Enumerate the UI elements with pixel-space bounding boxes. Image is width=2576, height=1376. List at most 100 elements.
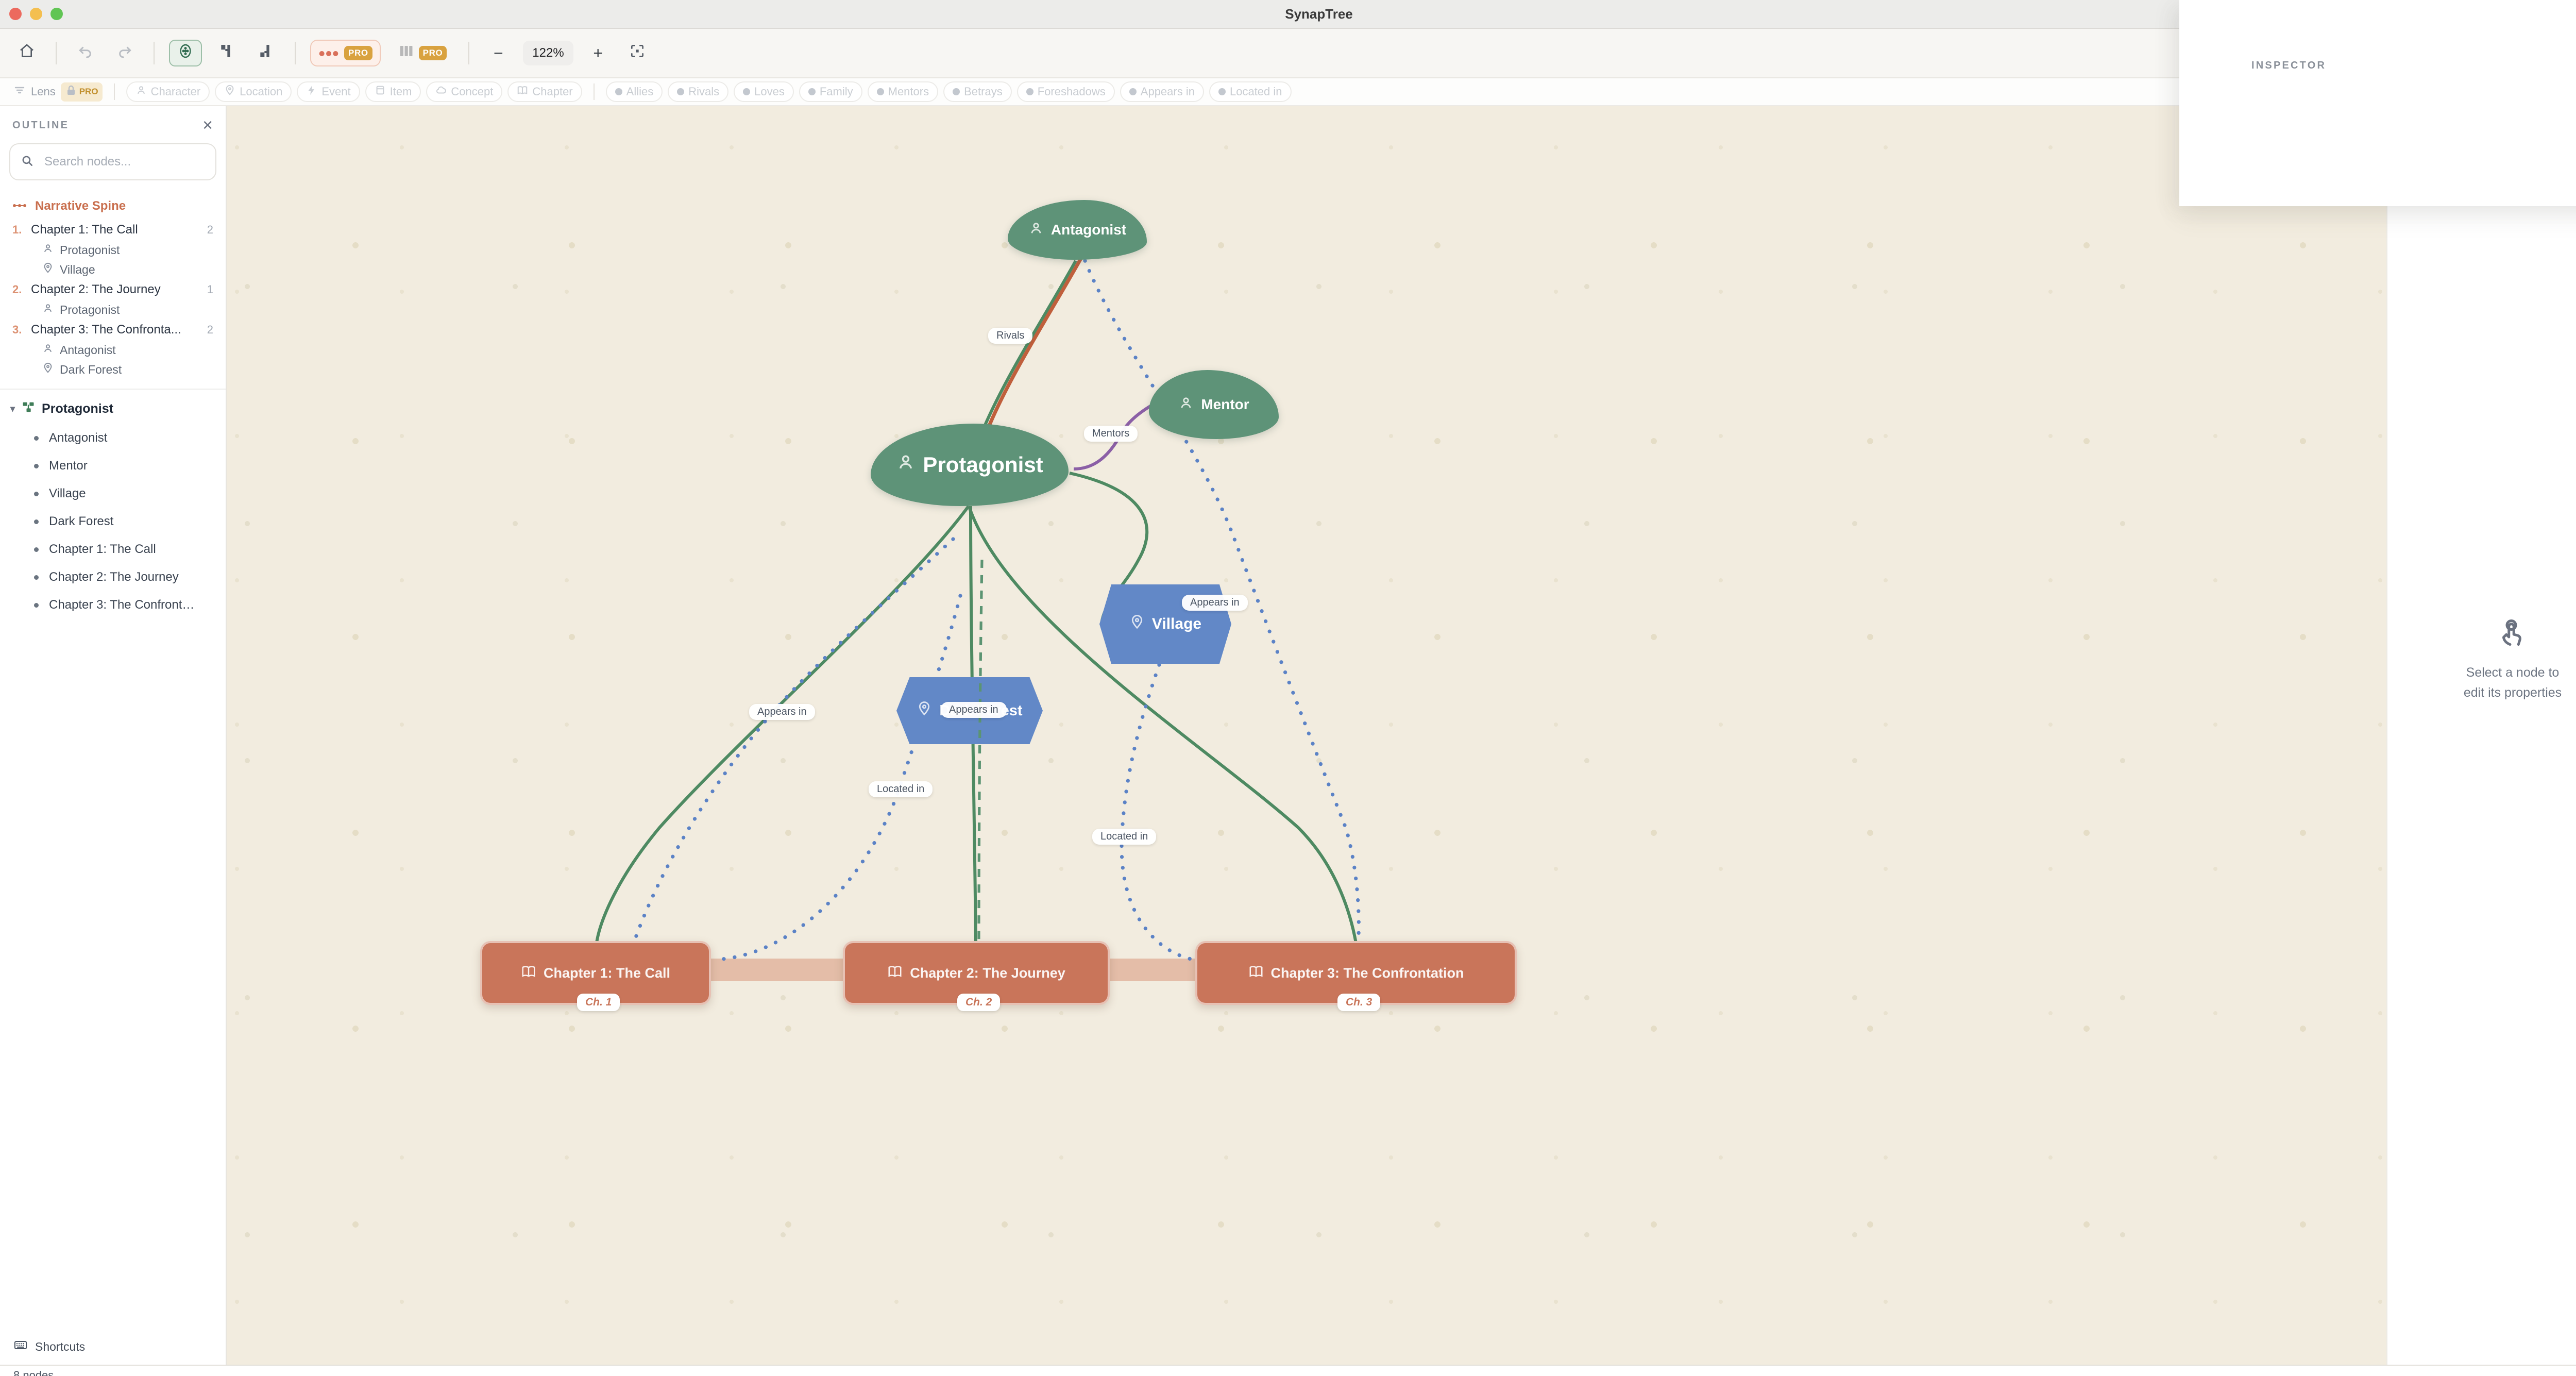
connection-item[interactable]: Chapter 3: The Confront… xyxy=(0,591,226,619)
connection-item[interactable]: Dark Forest xyxy=(0,508,226,535)
lens-label: Lens xyxy=(31,85,56,98)
org-tree-icon xyxy=(21,400,36,418)
outline-subitem-antagonist[interactable]: Antagonist xyxy=(0,340,226,360)
lightning-icon xyxy=(306,85,317,99)
fit-view-button[interactable] xyxy=(623,40,652,66)
book-icon xyxy=(521,964,536,983)
dot-icon xyxy=(615,88,622,95)
connection-item[interactable]: Village xyxy=(0,480,226,508)
shortcuts-button[interactable]: Shortcuts xyxy=(0,1329,226,1365)
chip-concept[interactable]: Concept xyxy=(426,81,503,102)
columns-mode-button[interactable]: PRO xyxy=(391,40,454,66)
filter-separator xyxy=(593,83,595,100)
node-chapter-1[interactable]: Chapter 1: The Call xyxy=(480,941,711,1005)
outline-chapter-3[interactable]: 3. Chapter 3: The Confronta... 2 xyxy=(12,323,213,337)
focus-node-header[interactable]: ▾ Protagonist xyxy=(0,394,226,424)
chip-loves[interactable]: Loves xyxy=(734,81,794,102)
bullet-icon xyxy=(34,463,39,468)
toolbar-separator xyxy=(154,42,155,64)
connection-item[interactable]: Mentor xyxy=(0,452,226,480)
inspector-empty-line2: edit its properties xyxy=(2463,685,2562,700)
plus-icon: + xyxy=(593,44,603,62)
wavy-chain-icon xyxy=(318,44,339,63)
home-icon xyxy=(19,43,35,63)
tree-layout-button[interactable] xyxy=(212,40,241,66)
pin-icon xyxy=(224,85,235,99)
home-button[interactable] xyxy=(12,40,41,66)
chip-character[interactable]: Character xyxy=(126,81,210,102)
chip-located-in[interactable]: Located in xyxy=(1209,81,1292,102)
outline-subitem-protagonist[interactable]: Protagonist xyxy=(0,240,226,260)
undo-button[interactable] xyxy=(71,40,100,66)
zoom-level[interactable]: 122% xyxy=(523,41,573,65)
inspector-title: INSPECTOR xyxy=(2251,60,2327,71)
search-input[interactable] xyxy=(42,154,205,170)
chip-mentors[interactable]: Mentors xyxy=(867,81,939,102)
edge-label-mentors: Mentors xyxy=(1084,426,1138,442)
filter-icon xyxy=(13,84,26,99)
dot-icon xyxy=(1129,88,1137,95)
person-icon xyxy=(896,452,916,477)
node-protagonist[interactable]: Protagonist xyxy=(871,424,1069,506)
zoom-window-button[interactable] xyxy=(50,8,63,20)
node-antagonist[interactable]: Antagonist xyxy=(1008,200,1147,260)
chip-chapter[interactable]: Chapter xyxy=(507,81,582,102)
chip-location[interactable]: Location xyxy=(215,81,292,102)
chip-rivals[interactable]: Rivals xyxy=(668,81,729,102)
zoom-in-button[interactable]: + xyxy=(584,40,613,66)
timeline-mode-button[interactable]: PRO xyxy=(310,40,381,66)
pin-icon xyxy=(917,701,932,720)
zoom-out-button[interactable]: − xyxy=(484,40,513,66)
hierarchy-layout-button[interactable] xyxy=(251,40,280,66)
person-icon xyxy=(135,85,147,99)
dot-icon xyxy=(808,88,816,95)
chip-appears-in[interactable]: Appears in xyxy=(1120,81,1204,102)
connection-item[interactable]: Chapter 1: The Call xyxy=(0,535,226,563)
lens-control[interactable]: Lens PRO xyxy=(13,82,103,102)
chip-family[interactable]: Family xyxy=(799,81,862,102)
graph-canvas[interactable]: Antagonist Mentor Protagonist Village Da… xyxy=(227,106,2386,1365)
close-window-button[interactable] xyxy=(9,8,22,20)
sidebar-divider xyxy=(0,389,226,390)
inspector-header-card: INSPECTOR xyxy=(2179,0,2576,206)
box-icon xyxy=(375,85,386,99)
outline-chapter-2[interactable]: 2. Chapter 2: The Journey 1 xyxy=(12,282,213,296)
keyboard-icon xyxy=(13,1338,28,1355)
chip-betrays[interactable]: Betrays xyxy=(943,81,1012,102)
lock-icon xyxy=(65,85,77,99)
redo-button[interactable] xyxy=(110,40,139,66)
dot-icon xyxy=(876,88,884,95)
connection-item[interactable]: Antagonist xyxy=(0,424,226,452)
bullet-icon xyxy=(34,575,39,580)
chip-foreshadows[interactable]: Foreshadows xyxy=(1016,81,1115,102)
outline-subitem-protagonist[interactable]: Protagonist xyxy=(0,300,226,320)
pin-icon xyxy=(42,262,54,277)
window-title: SynapTree xyxy=(1285,6,1353,22)
chip-item[interactable]: Item xyxy=(365,81,421,102)
edge-label-appears-in: Appears in xyxy=(1182,595,1248,611)
pin-icon xyxy=(1129,614,1145,634)
spine-chain-icon xyxy=(12,199,28,213)
connection-item[interactable]: Chapter 2: The Journey xyxy=(0,563,226,591)
radial-layout-button[interactable] xyxy=(169,40,202,66)
outline-chapter-1[interactable]: 1. Chapter 1: The Call 2 xyxy=(12,223,213,237)
search-box[interactable] xyxy=(9,143,216,180)
dot-icon xyxy=(743,88,751,95)
edge-label-appears-in: Appears in xyxy=(941,702,1007,718)
chip-event[interactable]: Event xyxy=(297,81,360,102)
outline-subitem-village[interactable]: Village xyxy=(0,260,226,279)
minus-icon: − xyxy=(493,44,503,62)
close-icon[interactable]: ✕ xyxy=(202,118,213,133)
chip-allies[interactable]: Allies xyxy=(605,81,663,102)
dot-icon xyxy=(1026,88,1033,95)
bullet-icon xyxy=(34,602,39,608)
outline-subitem-dark-forest[interactable]: Dark Forest xyxy=(0,360,226,379)
book-icon xyxy=(887,964,903,983)
redo-icon xyxy=(116,43,133,63)
minimize-window-button[interactable] xyxy=(30,8,42,20)
outline-title: OUTLINE xyxy=(12,119,70,131)
pro-badge: PRO xyxy=(418,46,447,60)
dot-icon xyxy=(677,88,685,95)
bullet-icon xyxy=(34,547,39,552)
